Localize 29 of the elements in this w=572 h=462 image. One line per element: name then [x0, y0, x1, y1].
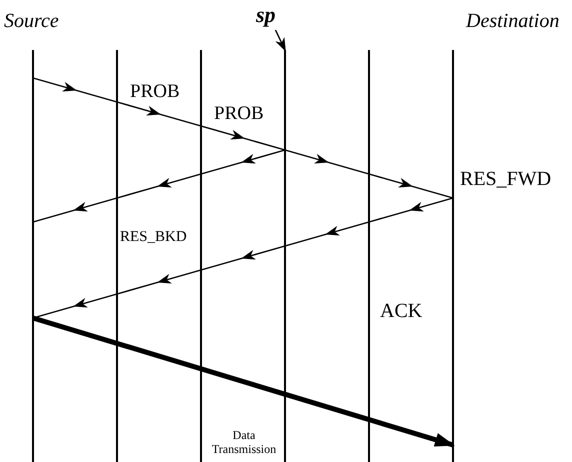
- arrow: [284, 221, 370, 247]
- message-label: ACK: [380, 299, 422, 324]
- arrow: [274, 30, 286, 52]
- lifeline: [368, 50, 370, 462]
- arrow: [200, 245, 286, 271]
- arrow: [368, 197, 454, 223]
- arrow: [116, 173, 202, 199]
- arrow: [200, 149, 286, 175]
- message-label: Data Transmission: [210, 428, 278, 456]
- lifeline: [200, 50, 202, 462]
- arrow: [116, 101, 202, 127]
- arrow: [32, 316, 455, 448]
- message-label: RES_FWD: [460, 167, 552, 192]
- entity-label: Destination: [466, 9, 560, 34]
- arrow: [284, 149, 370, 175]
- message-label: RES_BKD: [120, 228, 187, 247]
- entity-label: sp: [256, 2, 282, 30]
- arrow: [368, 173, 454, 199]
- lifeline: [116, 50, 118, 462]
- entity-label: Source: [4, 9, 59, 34]
- arrow: [200, 125, 286, 151]
- lifeline: [452, 50, 454, 462]
- arrow: [116, 269, 202, 295]
- message-label: PROB: [214, 102, 264, 126]
- arrow: [32, 77, 118, 103]
- lifeline: [284, 50, 286, 462]
- message-label: PROB: [130, 80, 180, 104]
- lifeline: [32, 50, 34, 462]
- arrow: [32, 197, 118, 223]
